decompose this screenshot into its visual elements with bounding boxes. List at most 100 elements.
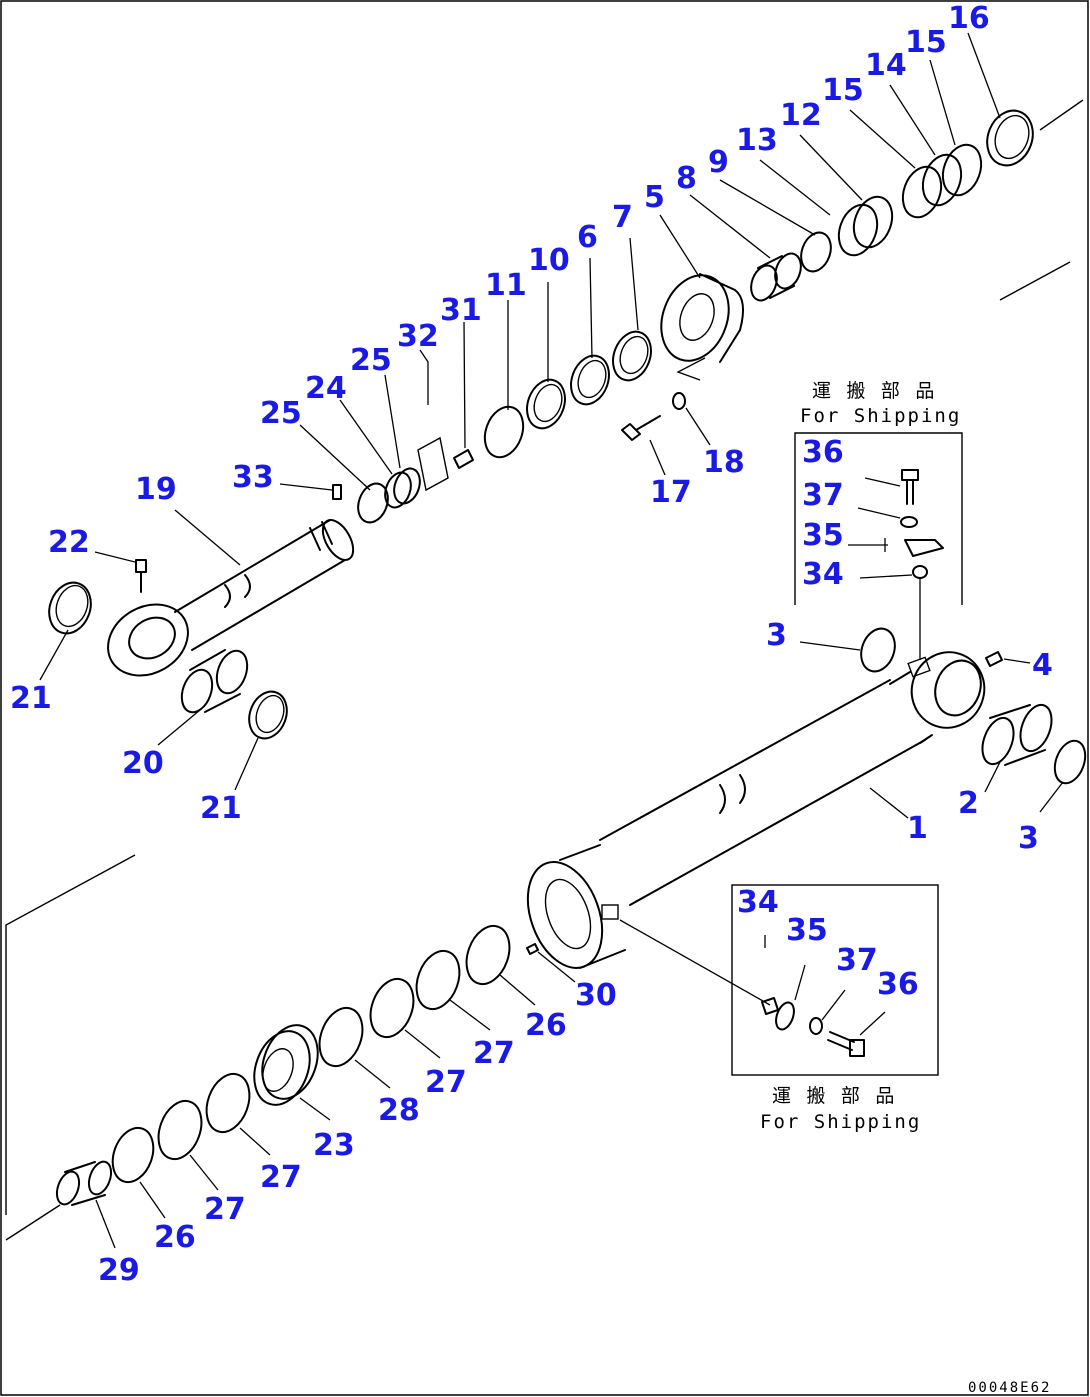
callout-18: 18 xyxy=(703,445,745,480)
callout-34: 34 xyxy=(802,557,844,592)
part-9-snap-ring xyxy=(800,231,832,273)
callout-12: 12 xyxy=(780,98,822,133)
callout-10: 10 xyxy=(528,243,570,278)
callout-28: 28 xyxy=(378,1093,420,1128)
callout-1: 1 xyxy=(907,811,928,846)
callout-25: 25 xyxy=(350,343,392,378)
callout-numbers: 16 15 14 15 12 13 9 8 5 7 6 10 11 31 32 … xyxy=(10,1,1053,1288)
callout-34: 34 xyxy=(737,885,779,920)
callout-16: 16 xyxy=(948,1,990,36)
callout-37: 37 xyxy=(802,478,844,513)
part-5-body xyxy=(699,273,745,363)
part-26-bottom xyxy=(111,1126,155,1184)
callout-22: 22 xyxy=(48,525,90,560)
part-31-screw xyxy=(453,449,474,469)
callout-35: 35 xyxy=(786,913,828,948)
part-21-upper xyxy=(48,581,92,635)
part-14 xyxy=(921,153,963,207)
part-23-piston xyxy=(253,1030,311,1106)
part-36-bolt-top xyxy=(901,469,919,505)
callout-30: 30 xyxy=(575,978,617,1013)
part-4 xyxy=(985,651,1003,667)
part-24 xyxy=(384,471,412,509)
callout-33: 33 xyxy=(232,460,274,495)
callout-24: 24 xyxy=(305,371,347,406)
callout-15: 15 xyxy=(822,73,864,108)
callout-20: 20 xyxy=(122,746,164,781)
tube-port xyxy=(601,904,619,920)
callout-13: 13 xyxy=(736,123,778,158)
cylinder-tube-assembly xyxy=(526,627,1087,969)
callout-11: 11 xyxy=(485,268,527,303)
callout-36: 36 xyxy=(802,435,844,470)
callout-19: 19 xyxy=(135,472,177,507)
callout-4: 4 xyxy=(1032,648,1053,683)
part-18-washer xyxy=(672,392,686,410)
shipping-note-jp-top: 運 搬 部 品 xyxy=(812,380,936,402)
callout-27: 27 xyxy=(204,1192,246,1227)
part-22-fitting xyxy=(135,559,147,593)
part-36-bolt-bottom xyxy=(827,1031,865,1057)
callout-3: 3 xyxy=(766,618,787,653)
part-32-plate xyxy=(417,436,449,492)
part-2-bushing xyxy=(989,704,1046,766)
shipping-parts-box-bottom xyxy=(619,884,939,1076)
piston-rod-shaft xyxy=(174,519,346,651)
rod-end xyxy=(321,519,355,561)
part-3-lower xyxy=(1053,739,1087,785)
part-34-top xyxy=(912,565,928,579)
callout-25: 25 xyxy=(260,396,302,431)
part-15-b xyxy=(941,143,983,197)
part-16 xyxy=(986,109,1034,167)
part-30 xyxy=(526,943,539,955)
shipping-parts-box-top xyxy=(794,432,963,660)
rod-eye xyxy=(107,603,189,677)
leader-lines xyxy=(39,32,1064,1249)
callout-17: 17 xyxy=(650,475,692,510)
shipping-notes: 運 搬 部 品 For Shipping 運 搬 部 品 For Shippin… xyxy=(760,380,961,1133)
part-12 xyxy=(852,195,894,249)
callout-8: 8 xyxy=(676,161,697,196)
reference-lines xyxy=(5,99,1084,1241)
callout-31: 31 xyxy=(440,293,482,328)
callout-21: 21 xyxy=(10,681,52,716)
document-id: 00048E62 xyxy=(968,1380,1051,1396)
rod-groove xyxy=(309,521,333,551)
callout-6: 6 xyxy=(577,220,598,255)
callout-14: 14 xyxy=(865,48,907,83)
part-5-cylinder-head xyxy=(660,274,730,362)
part-37-washer-bottom xyxy=(809,1017,823,1035)
callout-27: 27 xyxy=(473,1036,515,1071)
callout-35: 35 xyxy=(802,518,844,553)
part-7 xyxy=(612,330,652,382)
callout-26: 26 xyxy=(154,1220,196,1255)
part-26-top xyxy=(465,924,511,986)
part-20-bushing xyxy=(189,649,241,713)
callout-7: 7 xyxy=(612,200,633,235)
callout-5: 5 xyxy=(644,180,665,215)
part-35-plate-top xyxy=(904,539,944,557)
part-37-washer-top xyxy=(900,516,918,528)
callout-3: 3 xyxy=(1018,821,1039,856)
callout-15: 15 xyxy=(905,25,947,60)
callout-26: 26 xyxy=(525,1008,567,1043)
shipping-note-en-top: For Shipping xyxy=(800,405,961,427)
callout-29: 29 xyxy=(98,1253,140,1288)
part-17-bolt xyxy=(621,415,661,441)
piston-parts xyxy=(55,924,539,1206)
part-35-bottom xyxy=(775,1001,795,1031)
part-29-nut xyxy=(64,1161,106,1206)
part-27-b xyxy=(369,977,415,1039)
tube-bottom-eye xyxy=(910,651,986,729)
part-21-lower xyxy=(248,690,288,740)
rod-break-mark xyxy=(224,574,251,608)
part-28 xyxy=(318,1006,364,1068)
callout-21: 21 xyxy=(200,791,242,826)
shipping-note-en-bottom: For Shipping xyxy=(760,1111,921,1133)
part-3-upper xyxy=(860,627,896,673)
callout-27: 27 xyxy=(260,1160,302,1195)
part-6 xyxy=(570,354,610,406)
